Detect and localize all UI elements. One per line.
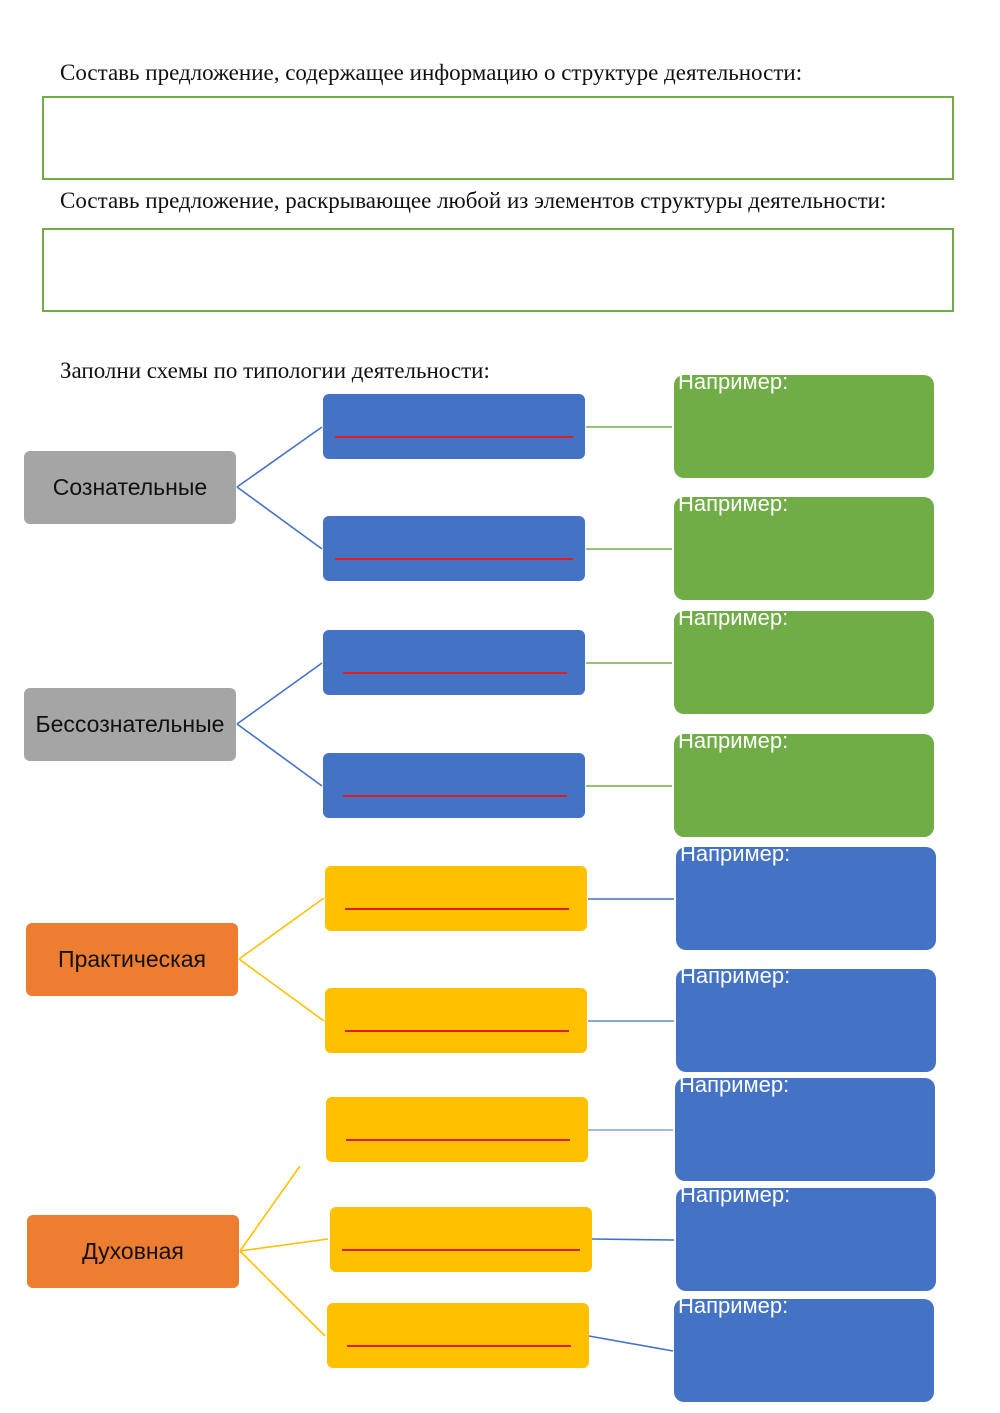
subtype-blank-field[interactable] — [327, 1303, 589, 1368]
category-label: Духовная — [82, 1238, 184, 1264]
example-field[interactable]: Например: — [674, 493, 934, 600]
example-field[interactable]: Например: — [676, 843, 936, 950]
task2-answer-field[interactable] — [42, 228, 954, 312]
task1-prompt: Составь предложение, содержащее информац… — [60, 60, 803, 85]
category-label: Бессознательные — [35, 711, 225, 737]
example-label: Например: — [678, 605, 789, 630]
example-field[interactable]: Например: — [675, 1074, 935, 1181]
example-label: Например: — [679, 1072, 790, 1097]
blank-line — [345, 908, 569, 910]
category-conscious: Сознательные — [24, 451, 236, 524]
blank-line — [346, 1139, 570, 1141]
blank-line — [335, 436, 573, 438]
category-unconscious: Бессознательные — [24, 688, 236, 761]
example-label: Например: — [678, 491, 789, 516]
subtype-blank-field[interactable] — [323, 630, 585, 695]
blank-line — [342, 1249, 580, 1251]
blank-line — [335, 558, 573, 560]
category-label: Сознательные — [52, 474, 208, 500]
example-field[interactable]: Например: — [676, 1184, 936, 1291]
example-label: Например: — [680, 841, 791, 866]
task3-prompt: Заполни схемы по типологии деятельности: — [60, 358, 490, 383]
example-label: Например: — [678, 1293, 789, 1318]
subtype-blank-field[interactable] — [323, 516, 585, 581]
subtype-blank-field[interactable] — [330, 1207, 592, 1272]
category-practical: Практическая — [26, 923, 238, 996]
category-label: Практическая — [58, 946, 206, 972]
blank-line — [347, 1345, 571, 1347]
example-label: Например: — [680, 1182, 791, 1207]
subtype-blank-field[interactable] — [323, 753, 585, 818]
example-label: Например: — [680, 963, 791, 988]
example-field[interactable]: Например: — [674, 371, 934, 478]
example-field[interactable]: Например: — [674, 1295, 934, 1402]
example-field[interactable]: Например: — [676, 965, 936, 1072]
example-field[interactable]: Например: — [674, 607, 934, 714]
subtype-blank-field[interactable] — [326, 1097, 588, 1162]
blank-line — [345, 1030, 569, 1032]
blank-line — [343, 795, 567, 797]
subtype-blank-field[interactable] — [323, 394, 585, 459]
category-spiritual: Духовная — [27, 1215, 239, 1288]
subtype-blank-field[interactable] — [325, 988, 587, 1053]
blank-line — [343, 672, 567, 674]
example-label: Например: — [678, 369, 789, 394]
example-label: Например: — [678, 728, 789, 753]
subtype-blank-field[interactable] — [325, 866, 587, 931]
example-field[interactable]: Например: — [674, 730, 934, 837]
task2-prompt: Составь предложение, раскрывающее любой … — [60, 188, 887, 213]
task1-answer-field[interactable] — [42, 96, 954, 180]
